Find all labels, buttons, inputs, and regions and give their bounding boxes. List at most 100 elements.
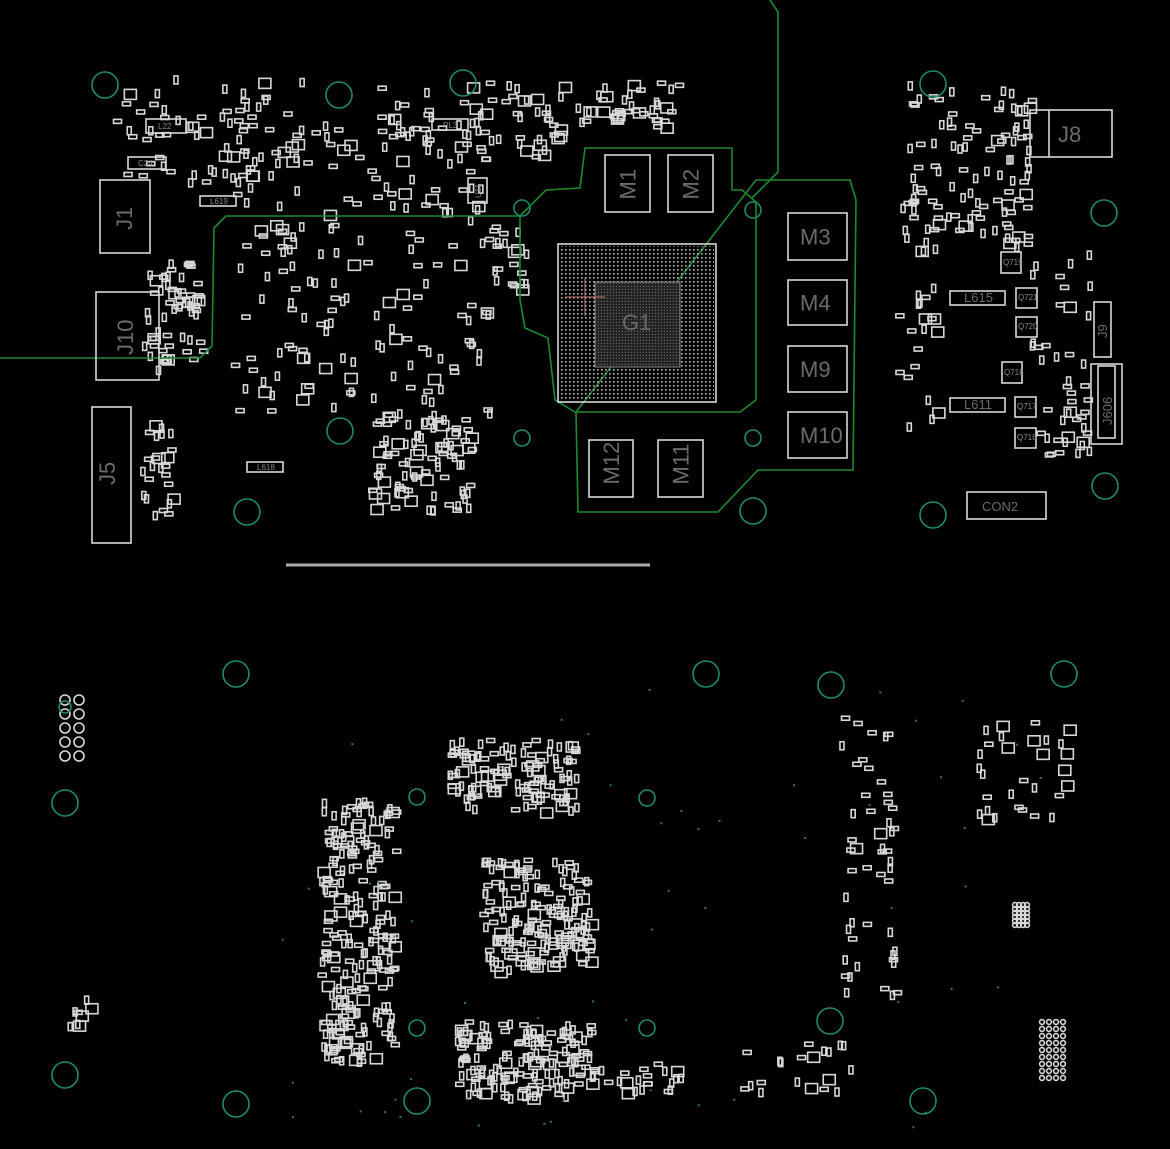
smd-component <box>1044 452 1055 458</box>
mounting-hole <box>58 700 72 714</box>
smd-component <box>876 871 886 878</box>
smd-component <box>518 1086 529 1093</box>
inductor-l618[interactable]: L618 <box>246 461 284 473</box>
inductor-pl3[interactable]: PL3 <box>431 118 469 131</box>
smd-component <box>998 731 1005 742</box>
ic-u11[interactable]: U11 <box>467 177 488 204</box>
smd-component <box>161 105 168 115</box>
memory-chip-m9[interactable]: M9 <box>787 345 848 393</box>
via <box>660 822 663 825</box>
smd-component <box>490 768 500 775</box>
smd-component <box>927 313 942 325</box>
inductor-l619[interactable]: L619 <box>199 195 237 207</box>
smd-component <box>324 910 338 922</box>
l611-label: L611 <box>964 397 992 412</box>
smd-component <box>164 343 175 349</box>
smd-component <box>993 106 1004 113</box>
smd-component <box>387 113 402 126</box>
smd-component <box>349 915 364 928</box>
mosfet-q716[interactable]: Q716 <box>1001 361 1024 384</box>
via <box>697 1104 700 1107</box>
connector-j5[interactable]: J5 <box>91 406 132 544</box>
mosfet-q717[interactable]: Q717 <box>1014 396 1037 418</box>
smd-component <box>1055 273 1065 280</box>
mosfet-q721[interactable]: Q721 <box>1015 287 1038 309</box>
smd-component <box>375 470 382 481</box>
mosfet-q719[interactable]: Q719 <box>1000 251 1023 274</box>
smd-component <box>346 850 357 857</box>
inductor-c24[interactable]: C24 <box>127 156 167 170</box>
smd-component <box>123 88 138 101</box>
memory-chip-m1[interactable]: M1 <box>604 154 651 213</box>
smd-component <box>379 343 385 353</box>
smd-component <box>946 124 957 131</box>
smd-component <box>534 883 540 893</box>
connector-j606[interactable]: J606 <box>1090 363 1123 445</box>
smd-component <box>425 145 431 156</box>
smd-component <box>535 792 546 799</box>
memory-chip-m4[interactable]: M4 <box>787 279 848 326</box>
mosfet-q718[interactable]: Q718 <box>1014 427 1037 449</box>
smd-component <box>415 430 422 441</box>
inductor-l22[interactable]: L22 <box>145 118 187 134</box>
via <box>733 1098 736 1101</box>
smd-component <box>176 288 187 294</box>
smd-component <box>469 118 476 129</box>
smd-component <box>979 769 986 779</box>
smd-component <box>819 1086 829 1093</box>
memory-label: M9 <box>800 357 831 382</box>
smd-component <box>545 104 551 115</box>
memory-chip-m10[interactable]: M10 <box>787 411 848 459</box>
smd-component <box>449 739 456 750</box>
smd-component <box>476 356 482 366</box>
via <box>649 1089 652 1092</box>
smd-component <box>396 486 407 492</box>
memory-chip-m3[interactable]: M3 <box>787 212 848 261</box>
smd-component <box>575 889 586 896</box>
smd-component <box>455 501 461 511</box>
smd-component <box>333 248 340 258</box>
mosfet-q720[interactable]: Q720 <box>1015 316 1038 338</box>
connector-j9[interactable]: J9 <box>1093 301 1112 358</box>
smd-component <box>540 792 550 798</box>
smd-component <box>527 803 537 810</box>
memory-chip-m2[interactable]: M2 <box>667 154 714 213</box>
connector-j8[interactable]: J8 <box>1029 109 1113 158</box>
gpu-g1[interactable]: G1 <box>557 243 717 403</box>
smd-component <box>485 860 496 866</box>
inductor-l611[interactable]: L611 <box>949 397 1006 413</box>
smd-component <box>927 198 938 205</box>
connector-j1[interactable]: J1 <box>99 179 151 254</box>
smd-component <box>376 492 391 505</box>
smd-component <box>574 1056 585 1062</box>
memory-chip-m11[interactable]: M11 <box>657 439 704 498</box>
smd-component <box>475 750 482 761</box>
smd-component <box>1000 86 1007 97</box>
smd-component <box>611 109 626 122</box>
via <box>464 1002 467 1005</box>
inductor-l615[interactable]: L615 <box>949 290 1006 306</box>
smd-component <box>1019 179 1030 185</box>
smd-component <box>967 188 974 199</box>
memory-chip-m12[interactable]: M12 <box>588 439 634 498</box>
smd-component <box>484 947 495 954</box>
smd-component <box>1043 735 1050 745</box>
memory-area-outline <box>575 179 857 513</box>
smd-component <box>183 261 194 268</box>
smd-component <box>330 222 340 229</box>
smd-component <box>1033 261 1039 271</box>
smd-component <box>306 276 313 287</box>
smd-component <box>1030 269 1036 280</box>
smd-component <box>548 1050 559 1057</box>
smd-component <box>1085 310 1092 321</box>
connector-con2[interactable]: CON2 <box>966 491 1047 520</box>
smd-component <box>382 932 388 943</box>
smd-component <box>236 134 242 145</box>
connector-j10[interactable]: J10 <box>95 291 160 381</box>
smd-component <box>1000 132 1011 139</box>
smd-component <box>145 315 152 325</box>
smd-component <box>1006 209 1017 216</box>
smd-component <box>980 94 991 101</box>
smd-component <box>377 945 384 956</box>
